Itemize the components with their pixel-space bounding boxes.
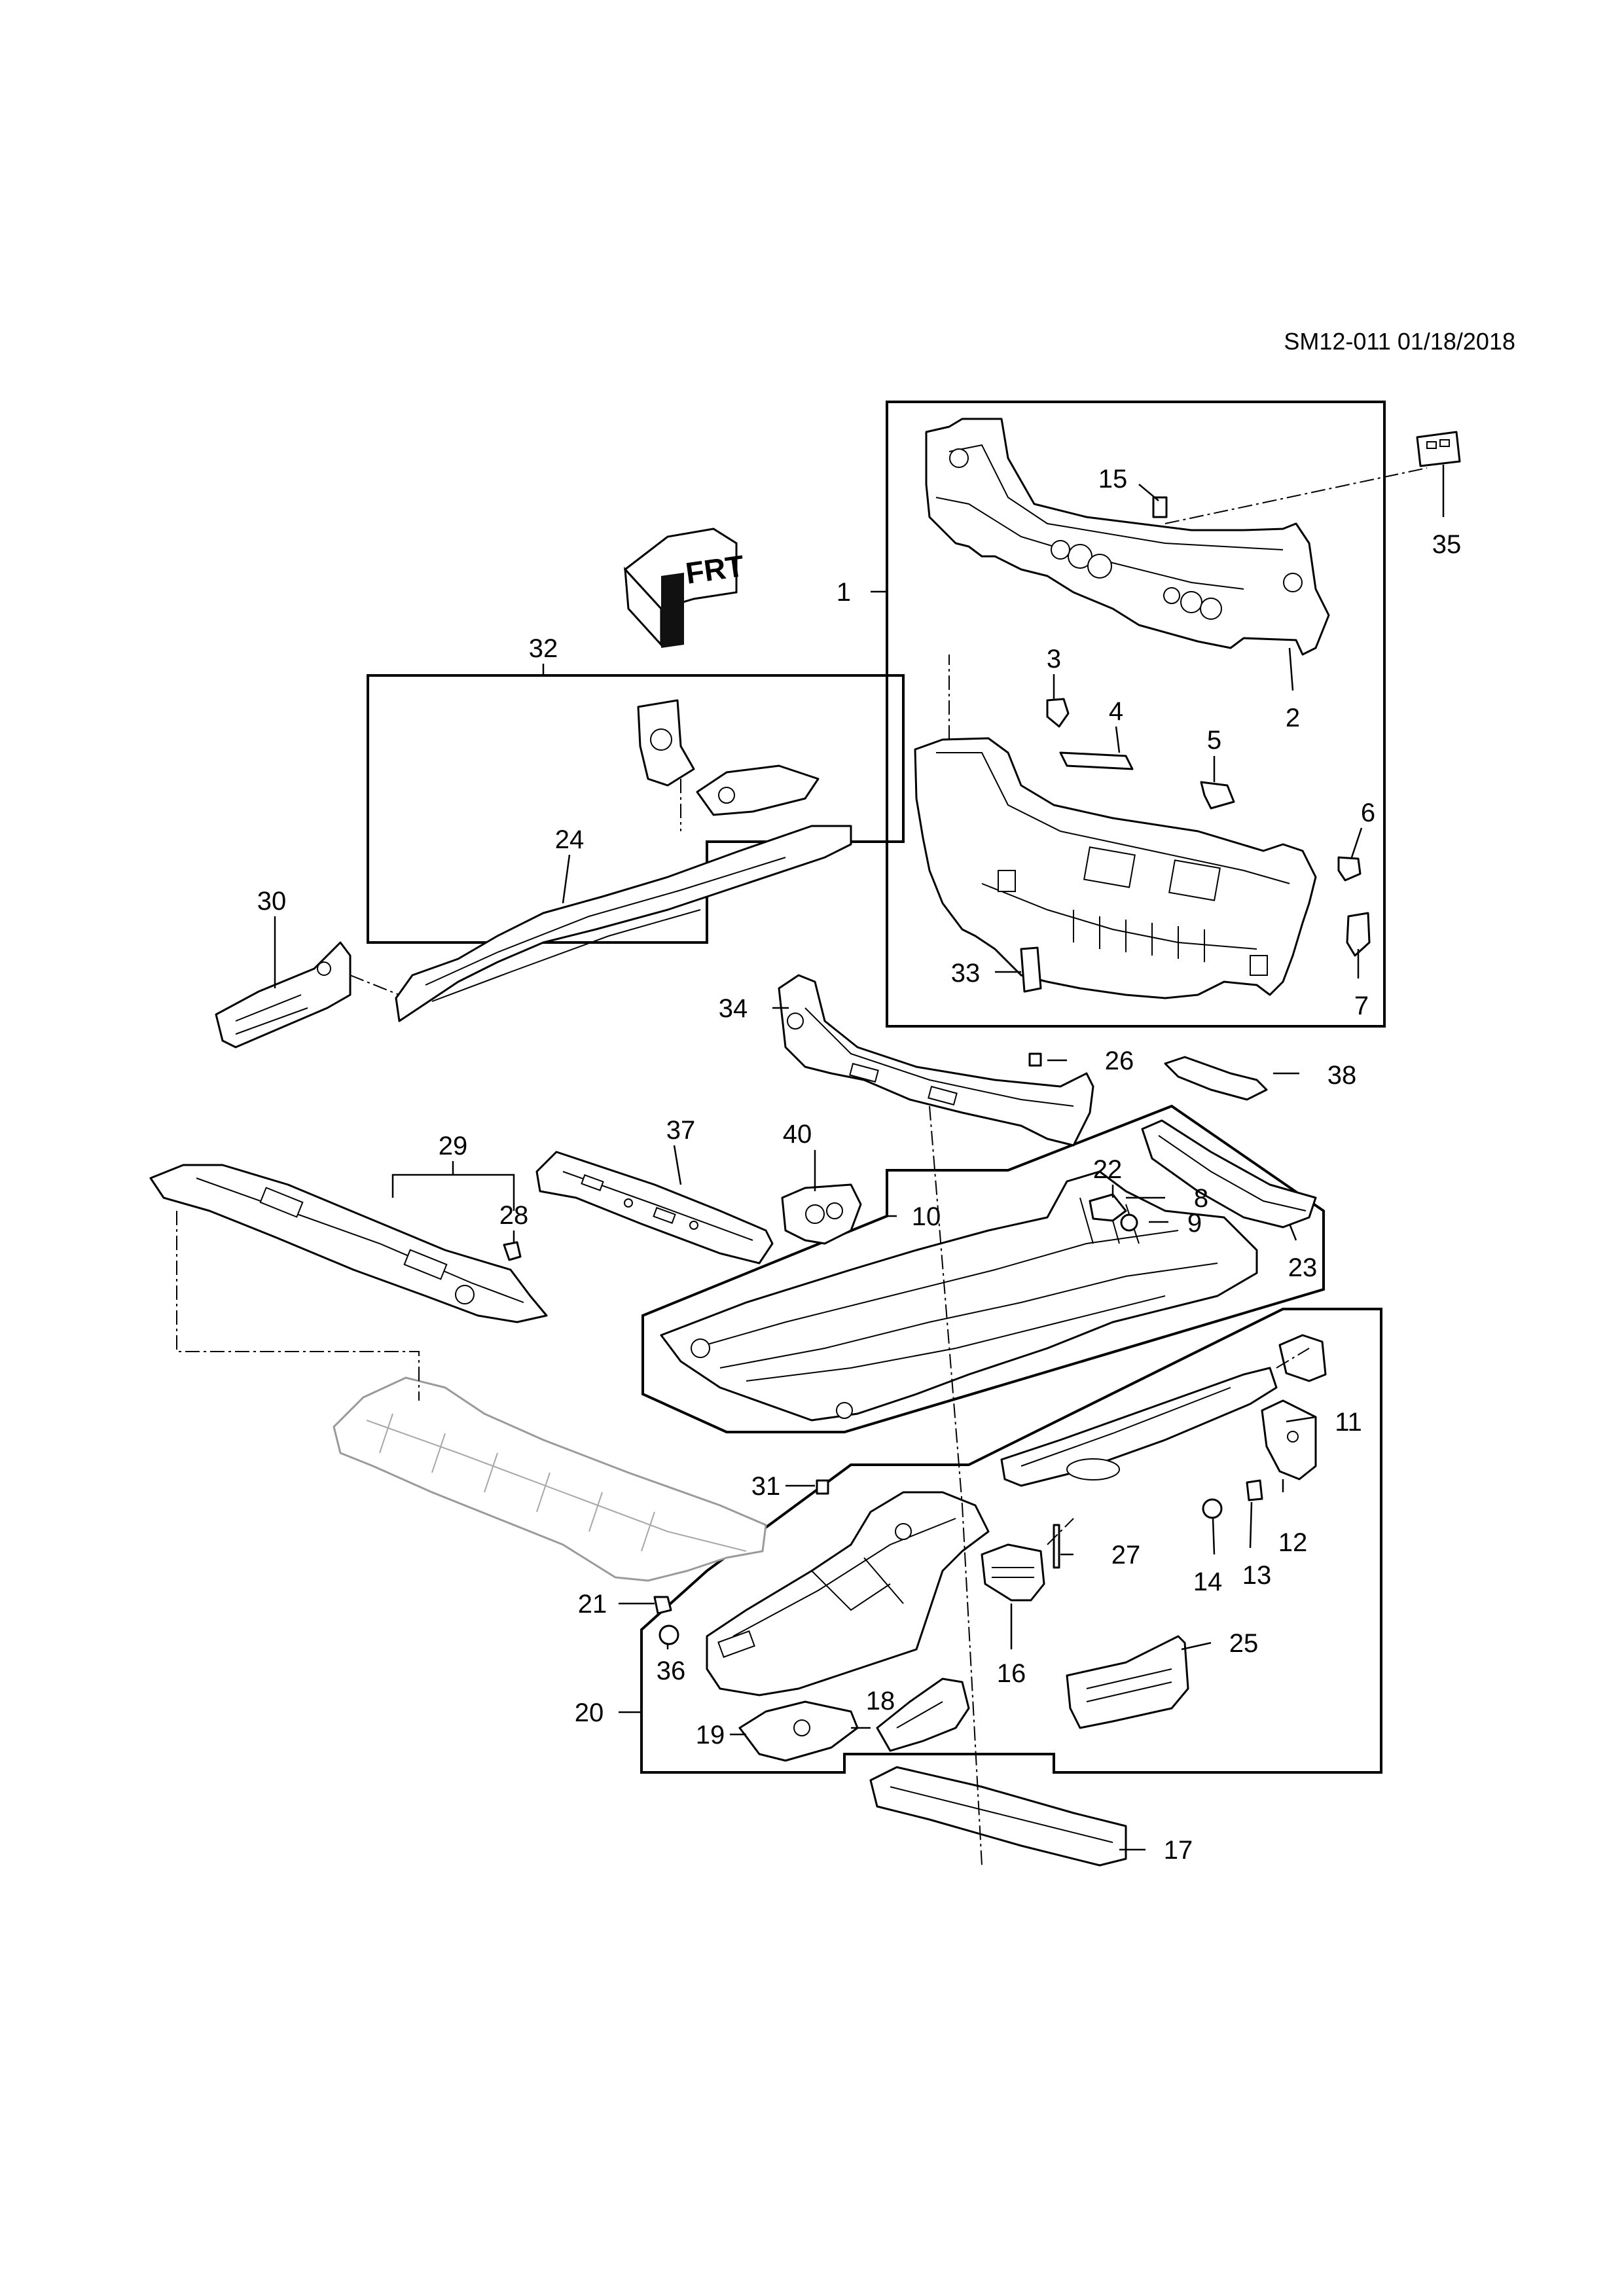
floor-pan-reference <box>333 1376 767 1582</box>
alignment-line <box>1164 467 1428 524</box>
part-15-nut <box>1152 496 1168 518</box>
part-22-bracket <box>1089 1193 1127 1222</box>
part-25-panel <box>1066 1635 1189 1729</box>
callout-5: 5 <box>1207 726 1221 755</box>
group-frame-1 <box>886 401 1386 1028</box>
callout-14: 14 <box>1193 1568 1223 1596</box>
callout-29: 29 <box>439 1132 468 1160</box>
callout-21: 21 <box>578 1590 607 1619</box>
document-code: SM12-011 01/18/2018 <box>1284 328 1515 355</box>
callout-28: 28 <box>499 1201 529 1230</box>
alignment-line <box>1047 1518 1074 1545</box>
part-2-rear-panel <box>925 418 1330 656</box>
part-11-bumper <box>1278 1334 1327 1382</box>
callout-2: 2 <box>1286 704 1300 732</box>
callout-24: 24 <box>555 825 585 854</box>
callout-33: 33 <box>951 959 981 988</box>
front-direction-arrow-icon: FRT <box>623 528 746 648</box>
callout-35: 35 <box>1432 530 1462 559</box>
group-frame-10 <box>641 1104 1325 1433</box>
part-40-bracket <box>781 1183 862 1245</box>
group-frame-20 <box>640 1308 1382 1774</box>
callout-37: 37 <box>666 1116 696 1145</box>
part-12-bracket <box>1261 1399 1317 1480</box>
part-36-nut <box>659 1624 679 1645</box>
part-10-center-floor-panel <box>660 1170 1258 1422</box>
part-24-upper-bracket <box>637 699 820 816</box>
alignment-line <box>929 1105 983 1866</box>
part-29-floor-rail <box>149 1164 548 1323</box>
callout-20: 20 <box>575 1698 604 1727</box>
part-18-bracket <box>876 1677 970 1752</box>
callout-27: 27 <box>1111 1541 1141 1570</box>
part-31-bolt <box>816 1479 829 1495</box>
callout-10: 10 <box>912 1202 941 1231</box>
part-34-cross-member <box>778 974 1094 1147</box>
part-26-bolt <box>1028 1052 1042 1067</box>
part-6-bracket <box>1337 856 1362 882</box>
part-14-nut <box>1202 1498 1223 1519</box>
callout-12: 12 <box>1278 1528 1308 1557</box>
callout-9: 9 <box>1187 1209 1202 1238</box>
part-21-bolt <box>653 1596 672 1615</box>
part-1-rear-floor-panel <box>914 737 1317 999</box>
callout-22: 22 <box>1093 1155 1123 1184</box>
part-24-floor-rail <box>395 825 852 1022</box>
part-20-rear-rail <box>706 1491 990 1696</box>
part-27-stud <box>1053 1524 1060 1569</box>
part-9-nut <box>1120 1213 1138 1232</box>
part-19-bracket <box>738 1700 859 1762</box>
part-13-clip <box>1246 1479 1263 1501</box>
part-28-bolt <box>503 1241 522 1261</box>
callout-11: 11 <box>1335 1408 1362 1437</box>
callout-18: 18 <box>866 1687 895 1715</box>
part-4-bracket <box>1059 751 1134 770</box>
callout-25: 25 <box>1229 1629 1259 1658</box>
part-16-bracket <box>981 1543 1045 1602</box>
callout-26: 26 <box>1105 1047 1134 1075</box>
group-frame-32 <box>367 674 905 944</box>
part-38-bracket <box>1164 1056 1268 1101</box>
callout-40: 40 <box>783 1120 812 1149</box>
part-30-bracket <box>215 941 352 1049</box>
callout-6: 6 <box>1361 798 1375 827</box>
callout-31: 31 <box>751 1472 781 1501</box>
callout-19: 19 <box>696 1721 725 1749</box>
leader-lines <box>274 465 1445 1851</box>
front-arrow-label: FRT <box>683 548 746 590</box>
callout-3: 3 <box>1047 645 1061 673</box>
callout-13: 13 <box>1242 1561 1272 1590</box>
callout-34: 34 <box>719 994 748 1023</box>
part-17-sill <box>869 1766 1127 1867</box>
part-5-bracket <box>1200 781 1235 810</box>
part-33-bracket <box>1020 946 1042 993</box>
part-35-plate <box>1416 431 1461 467</box>
callout-30: 30 <box>257 887 287 916</box>
callout-32: 32 <box>529 634 558 663</box>
part-3-bracket <box>1046 698 1070 728</box>
callout-8: 8 <box>1194 1184 1208 1213</box>
callout-4: 4 <box>1109 697 1123 726</box>
callout-23: 23 <box>1288 1253 1318 1282</box>
part-23-sill-rail <box>1141 1119 1317 1229</box>
callout-15: 15 <box>1098 465 1128 493</box>
part-20-side-rail <box>1000 1367 1278 1487</box>
part-7-bracket <box>1346 912 1371 957</box>
callout-7: 7 <box>1354 992 1369 1020</box>
callout-1: 1 <box>837 578 851 607</box>
alignment-line <box>176 1211 420 1401</box>
callout-38: 38 <box>1327 1061 1357 1090</box>
alignment-line <box>1276 1348 1310 1369</box>
callout-16: 16 <box>997 1659 1026 1688</box>
part-37-cross-member <box>535 1151 774 1265</box>
callout-17: 17 <box>1164 1836 1193 1865</box>
alignment-line <box>350 975 400 996</box>
callout-36: 36 <box>657 1657 686 1685</box>
